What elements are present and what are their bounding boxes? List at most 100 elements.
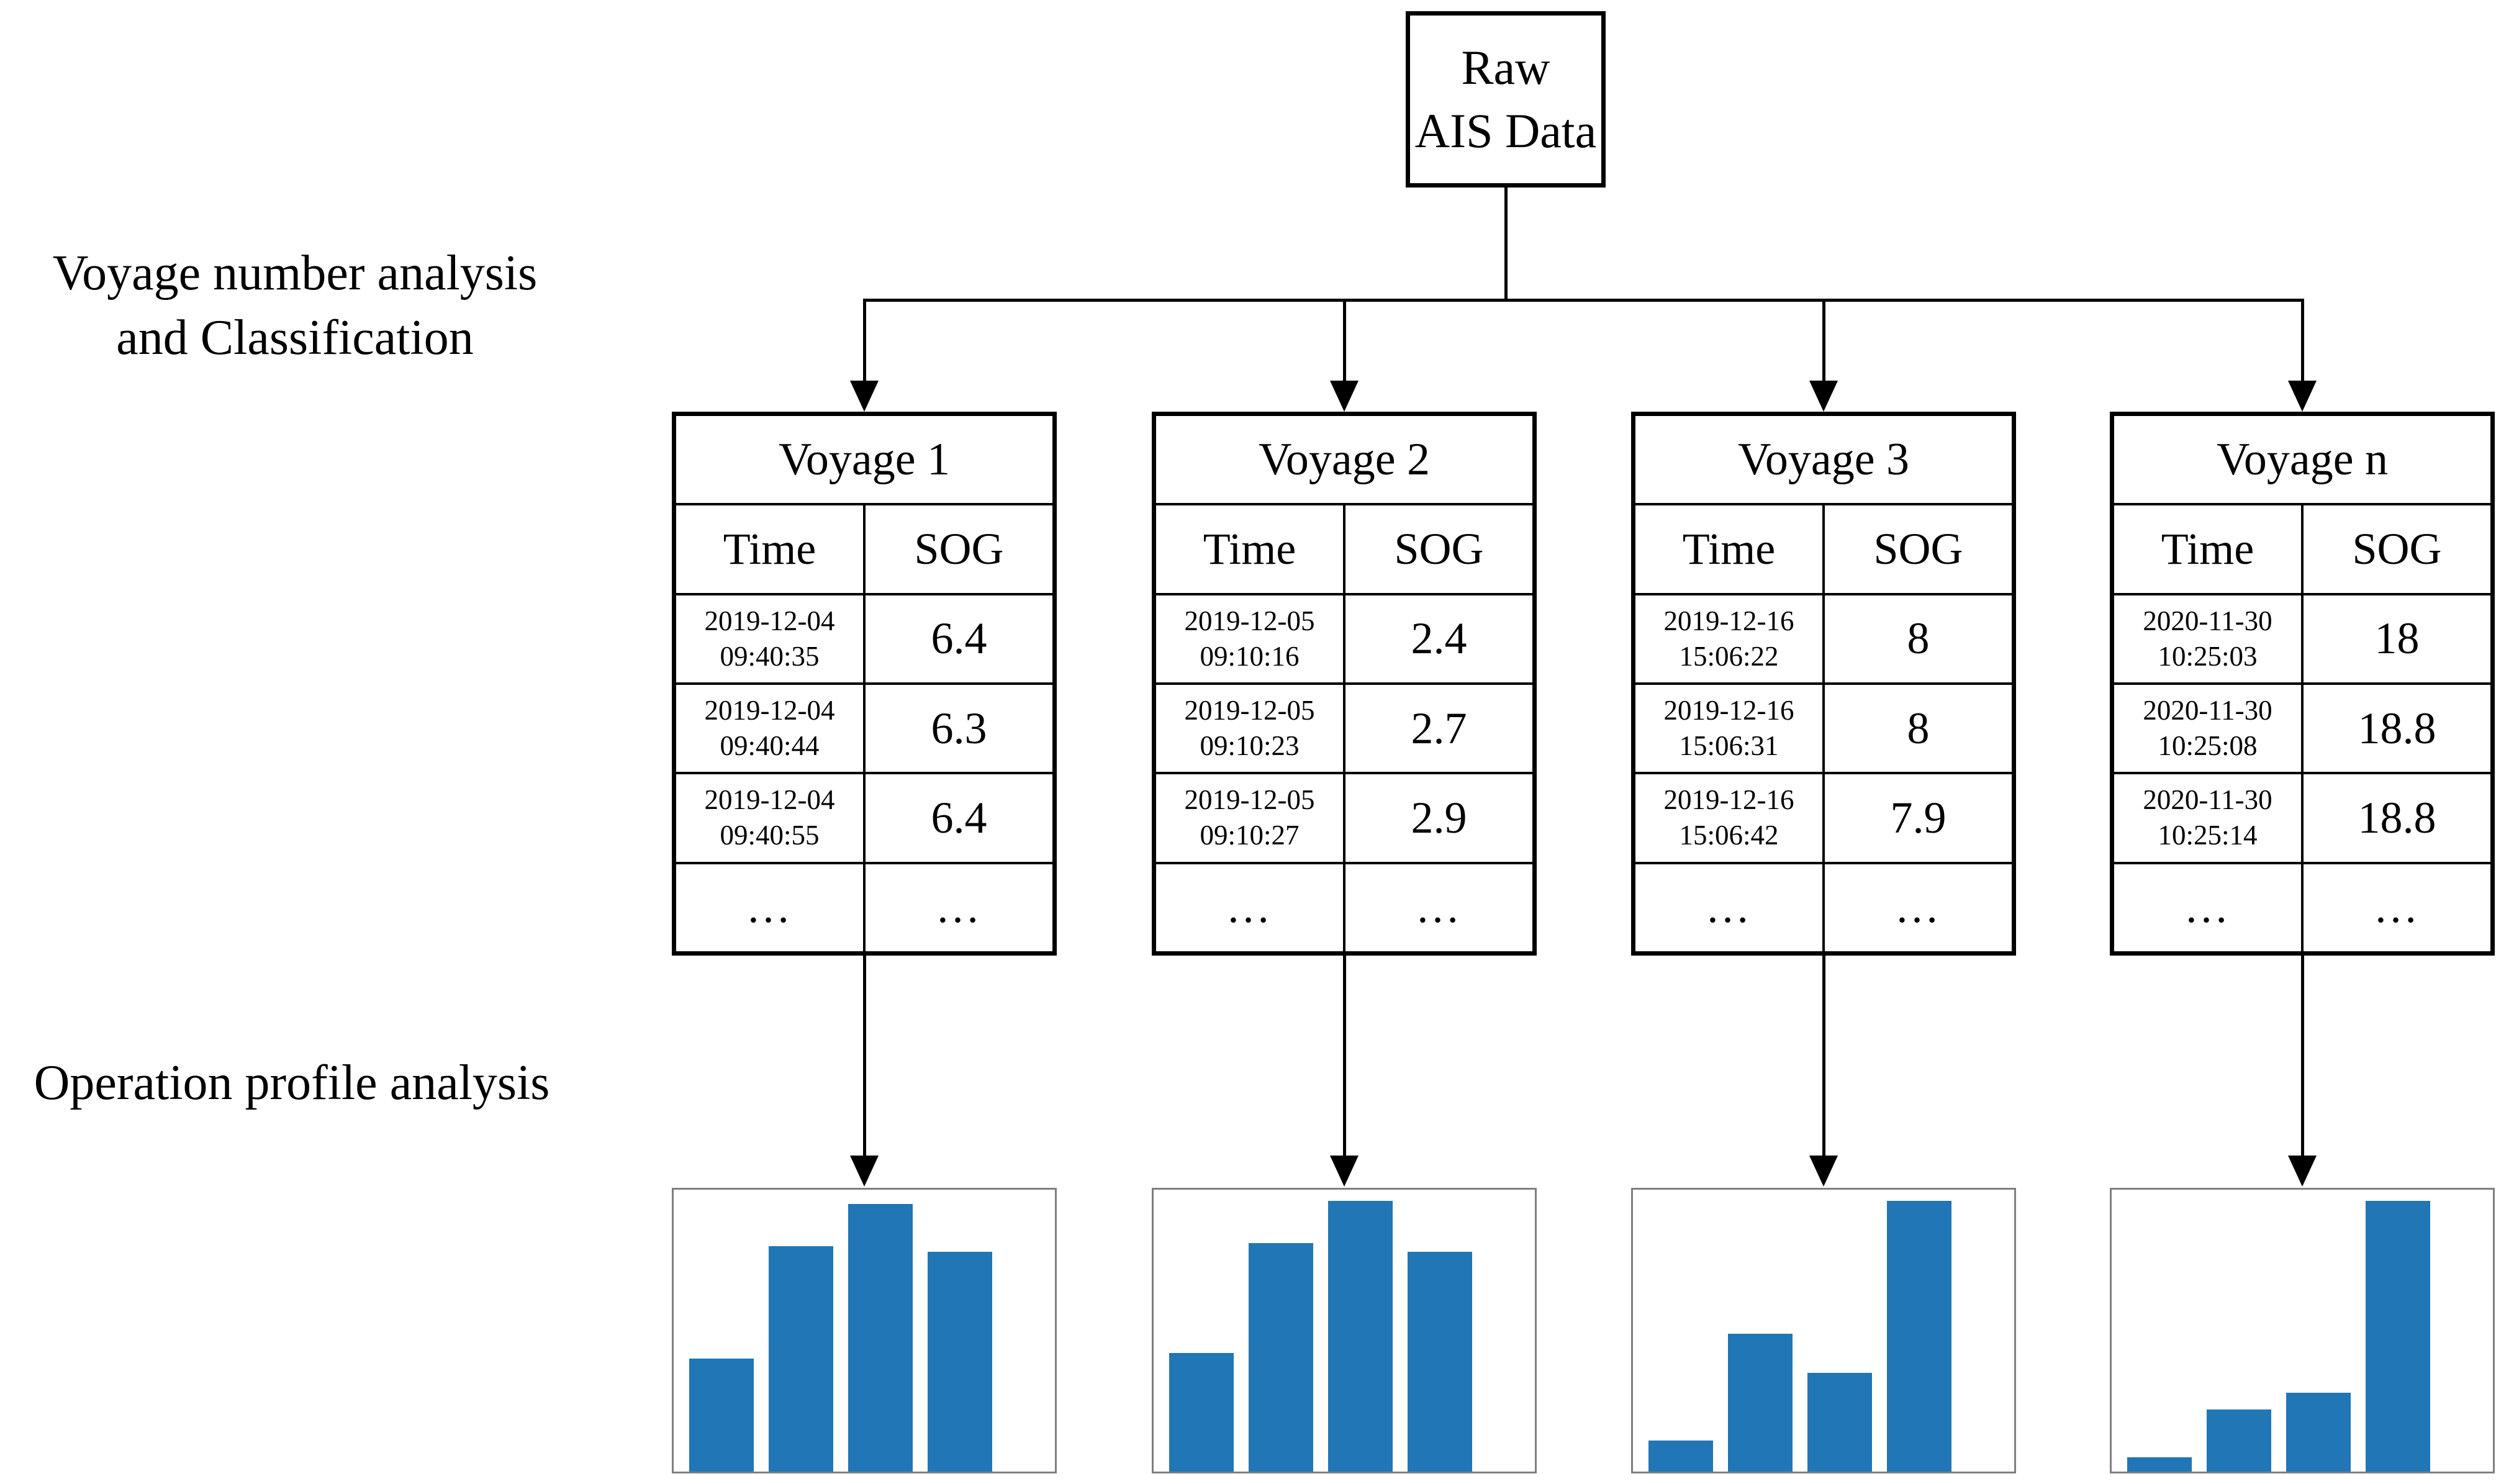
voyage-1-table: Voyage 1 Time SOG 2019-12-04 09:40:35 6.… <box>672 412 1057 956</box>
column-header-time: Time <box>2161 523 2254 574</box>
sog-cell: 2.7 <box>1343 684 1532 772</box>
bar <box>2127 1457 2192 1472</box>
connector-root-stem <box>1504 186 1508 301</box>
ellipsis-cell: … <box>863 864 1052 951</box>
column-header-time: Time <box>1203 523 1296 574</box>
ellipsis-cell: … <box>1822 864 2012 951</box>
table-row-ellipsis: … … <box>1635 861 2012 951</box>
table-row: 2019-12-04 09:40:44 6.3 <box>676 682 1052 772</box>
date-text: 2019-12-05 <box>1184 695 1315 726</box>
time-text: 15:06:31 <box>1679 730 1779 762</box>
table-row: 2019-12-16 15:06:31 8 <box>1635 682 2012 772</box>
arrow-down-icon <box>1330 1156 1359 1187</box>
connector-table2-chart2 <box>1343 956 1346 1157</box>
arrow-down-icon <box>850 1156 879 1187</box>
stage-label-line: Operation profile analysis <box>34 1056 550 1110</box>
table-row: 2020-11-30 10:25:08 18.8 <box>2114 682 2490 772</box>
time-text: 10:25:14 <box>2158 820 2258 851</box>
bar <box>1728 1333 1793 1472</box>
bar <box>2286 1392 2351 1472</box>
stage-label-voyage-analysis: Voyage number analysis and Classificatio… <box>12 241 577 370</box>
arrow-down-icon <box>2288 1156 2317 1187</box>
time-text: 09:10:23 <box>1200 730 1300 762</box>
sog-cell: 6.3 <box>863 684 1052 772</box>
date-text: 2019-12-16 <box>1663 784 1794 816</box>
connector-branch-voyage-n <box>2301 299 2304 382</box>
column-header-time: Time <box>1682 523 1776 574</box>
arrow-down-icon <box>850 381 879 412</box>
arrow-down-icon <box>1330 381 1359 412</box>
time-cell: 2019-12-16 15:06:22 <box>1635 595 1822 682</box>
table-row: 2019-12-05 09:10:27 2.9 <box>1156 772 1532 862</box>
date-text: 2020-11-30 <box>2143 605 2272 636</box>
stage-label-line: and Classification <box>116 310 474 365</box>
arrow-down-icon <box>1809 1156 1838 1187</box>
table-row: 2019-12-04 09:40:55 6.4 <box>676 772 1052 862</box>
connector-distribution-line <box>863 299 2304 302</box>
column-header-sog: SOG <box>1343 505 1532 593</box>
ellipsis-cell: … <box>1343 864 1532 951</box>
sog-cell: 18.8 <box>2301 774 2490 862</box>
voyage-3-table: Voyage 3 Time SOG 2019-12-16 15:06:22 8 … <box>1631 412 2016 956</box>
sog-cell: 2.4 <box>1343 595 1532 682</box>
connector-table1-chart1 <box>863 956 866 1157</box>
sog-cell: 2.9 <box>1343 774 1532 862</box>
table-row: 2019-12-05 09:10:23 2.7 <box>1156 682 1532 772</box>
connector-table-n-chart-n <box>2301 956 2304 1157</box>
bar <box>1169 1353 1234 1472</box>
connector-branch-voyage3 <box>1822 299 1825 382</box>
bar <box>1807 1373 1872 1472</box>
connector-table3-chart3 <box>1822 956 1825 1157</box>
bar <box>2366 1201 2430 1472</box>
time-text: 09:40:35 <box>720 640 820 672</box>
bar <box>1408 1251 1472 1472</box>
table-row: 2019-12-16 15:06:22 8 <box>1635 592 2012 682</box>
bar <box>848 1203 913 1472</box>
date-text: 2019-12-05 <box>1184 605 1315 636</box>
arrow-down-icon <box>2288 381 2317 412</box>
date-text: 2019-12-16 <box>1663 605 1794 636</box>
date-text: 2019-12-05 <box>1184 784 1315 816</box>
time-cell: 2019-12-04 09:40:44 <box>676 685 863 772</box>
bar <box>928 1251 992 1472</box>
time-text: 09:10:16 <box>1200 640 1300 672</box>
table-row: 2019-12-04 09:40:35 6.4 <box>676 592 1052 682</box>
time-cell: 2020-11-30 10:25:08 <box>2114 685 2301 772</box>
raw-ais-data-line1: Raw <box>1461 40 1550 94</box>
time-cell: 2019-12-16 15:06:42 <box>1635 774 1822 861</box>
time-text: 15:06:22 <box>1679 640 1779 672</box>
time-text: 09:40:55 <box>720 820 820 851</box>
sog-cell: 6.4 <box>863 774 1052 862</box>
stage-label-operation-profile: Operation profile analysis <box>6 1051 577 1115</box>
date-text: 2020-11-30 <box>2143 695 2272 726</box>
column-header-sog: SOG <box>863 505 1052 593</box>
date-text: 2019-12-04 <box>704 695 835 726</box>
raw-ais-data-line2: AIS Data <box>1414 104 1597 158</box>
time-text: 09:10:27 <box>1200 820 1300 851</box>
table-row: 2020-11-30 10:25:03 18 <box>2114 592 2490 682</box>
sog-cell: 6.4 <box>863 595 1052 682</box>
voyage-3-profile-chart <box>1631 1188 2016 1473</box>
time-cell: 2019-12-04 09:40:55 <box>676 774 863 861</box>
column-header-sog: SOG <box>2301 505 2490 593</box>
table-row: 2019-12-05 09:10:16 2.4 <box>1156 592 1532 682</box>
sog-cell: 18 <box>2301 595 2490 682</box>
time-text: 09:40:44 <box>720 730 820 762</box>
table-title: Voyage 3 <box>1737 433 1910 485</box>
time-cell: 2019-12-04 09:40:35 <box>676 595 863 682</box>
table-title: Voyage 2 <box>1258 433 1431 485</box>
table-row-ellipsis: … … <box>1156 861 1532 951</box>
bar <box>769 1246 833 1472</box>
connector-branch-voyage2 <box>1343 299 1346 382</box>
table-row: 2019-12-16 15:06:42 7.9 <box>1635 772 2012 862</box>
table-row-ellipsis: … … <box>2114 861 2490 951</box>
ellipsis-cell: … <box>746 882 794 933</box>
time-cell: 2019-12-16 15:06:31 <box>1635 685 1822 772</box>
time-cell: 2019-12-05 09:10:27 <box>1156 774 1343 861</box>
time-cell: 2020-11-30 10:25:03 <box>2114 595 2301 682</box>
date-text: 2020-11-30 <box>2143 784 2272 816</box>
voyage-n-profile-chart <box>2110 1188 2495 1473</box>
bar <box>2207 1409 2271 1472</box>
bar <box>1648 1441 1713 1472</box>
voyage-1-profile-chart <box>672 1188 1057 1473</box>
